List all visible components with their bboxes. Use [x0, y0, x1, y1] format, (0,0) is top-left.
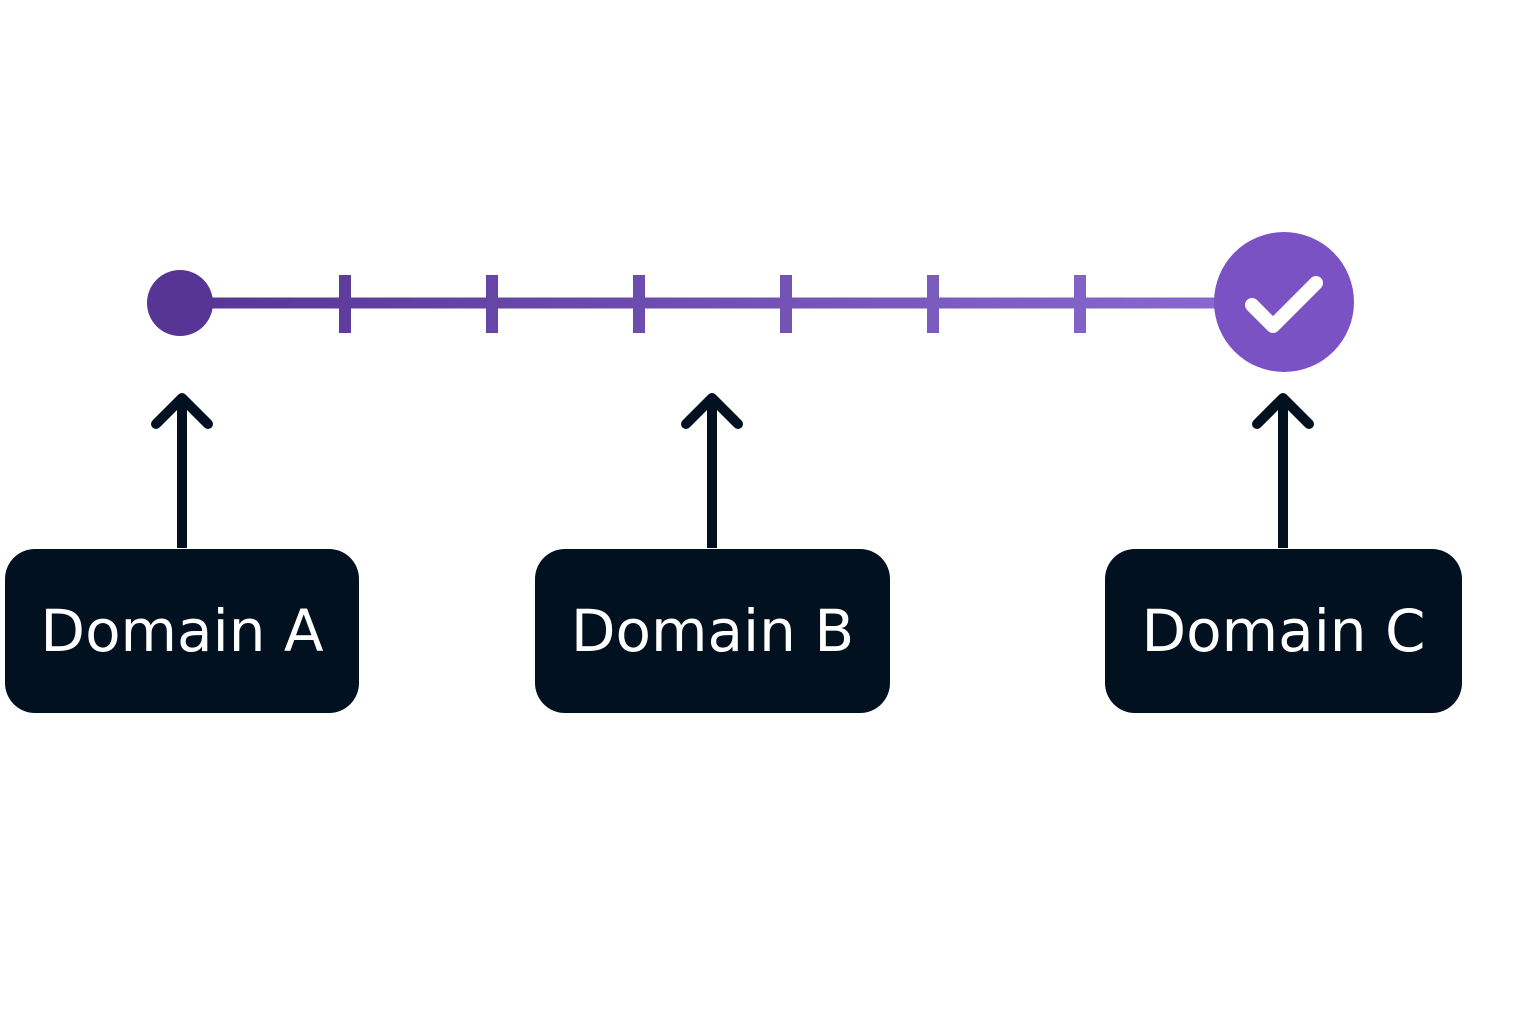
checkmark-icon [1214, 232, 1354, 372]
timeline-tick [486, 275, 498, 333]
timeline-tick [1074, 275, 1086, 333]
arrow-up-icon [1252, 393, 1314, 548]
arrow-up-icon [151, 393, 213, 548]
domain-c-box: Domain C [1105, 549, 1462, 713]
timeline-tick [780, 275, 792, 333]
domain-a-label: Domain A [40, 597, 324, 665]
circle-dot-icon [147, 270, 213, 336]
timeline-ticks [339, 275, 1086, 333]
domain-c-label: Domain C [1141, 597, 1426, 665]
domain-a-box: Domain A [5, 549, 359, 713]
timeline-tick [339, 275, 351, 333]
domain-b-box: Domain B [535, 549, 890, 713]
arrow-up-icon [681, 393, 743, 548]
timeline-tick [927, 275, 939, 333]
domain-b-label: Domain B [570, 597, 855, 665]
timeline-tick [633, 275, 645, 333]
